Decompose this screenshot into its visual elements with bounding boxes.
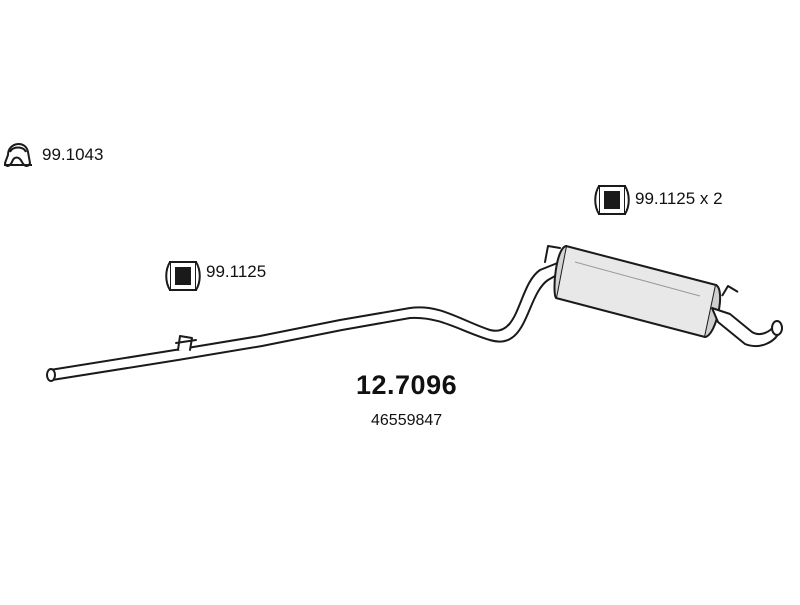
rubber-hanger-icon [594, 185, 630, 215]
hanger-part-code: 99.1125 [206, 262, 267, 281]
rubber-hanger-icon [165, 261, 201, 291]
hanger-pair-part-code: 99.1125 x 2 [635, 189, 723, 208]
clamp-part-code: 99.1043 [42, 145, 104, 164]
main-part-number: 12.7096 [356, 370, 458, 400]
tail-pipe [711, 285, 783, 348]
rear-muffler [553, 245, 722, 338]
exhaust-pipe [46, 245, 563, 382]
oem-part-number: 46559847 [371, 412, 443, 429]
pipe-clamp-icon [3, 143, 32, 167]
